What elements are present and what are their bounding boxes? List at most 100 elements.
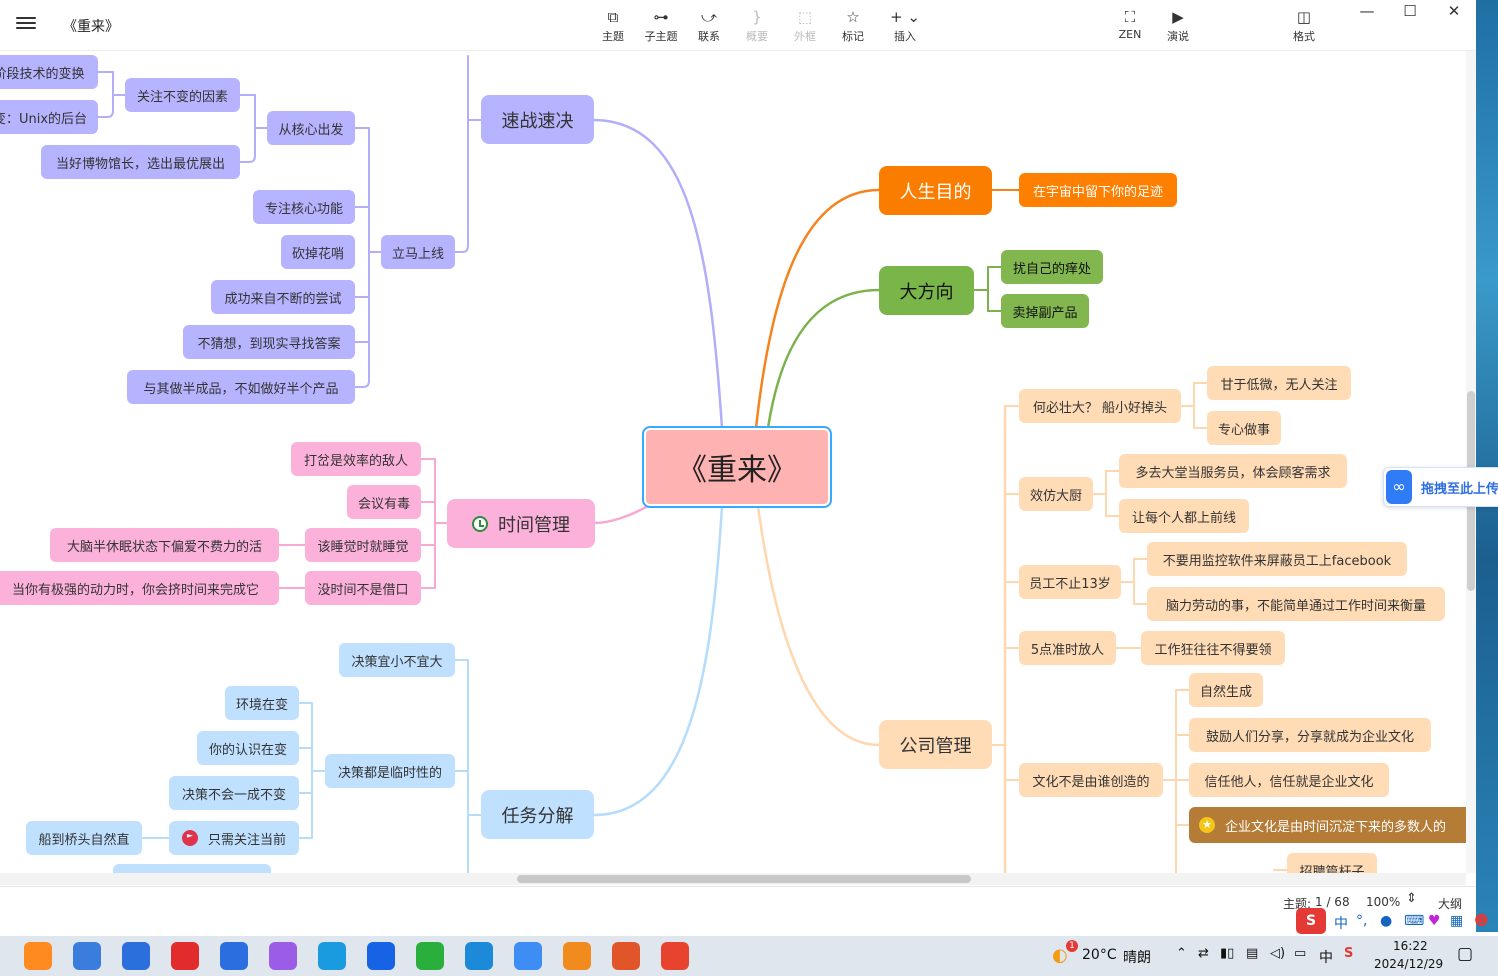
- toolbar-button-2[interactable]: ⤻联系: [685, 8, 733, 44]
- horizontal-scroll-thumb[interactable]: [517, 875, 971, 883]
- taskbar-lang[interactable]: 中: [1319, 950, 1333, 966]
- toolbar-button-7[interactable]: ⛶ZEN: [1106, 8, 1154, 41]
- vertical-scrollbar[interactable]: [1466, 51, 1476, 873]
- wps-icon[interactable]: [171, 942, 199, 970]
- topic-huiyi[interactable]: 会议有毒: [347, 485, 421, 519]
- topic-dano[interactable]: 大脑半休眠状态下偏爱不费力的活: [50, 528, 279, 562]
- chart-tray-icon[interactable]: ▮▯: [1220, 946, 1235, 961]
- topic-ganyu[interactable]: 甘于低微，无人关注: [1207, 366, 1351, 400]
- topic-wudian[interactable]: 5点准时放人: [1019, 631, 1116, 665]
- topic-juece1[interactable]: 决策宜小不宜大: [339, 643, 455, 677]
- wechat-icon[interactable]: [416, 942, 444, 970]
- ime-lang[interactable]: 中: [1334, 916, 1348, 932]
- topic-qiye[interactable]: ★企业文化是由时间沉淀下来的多数人的: [1189, 807, 1466, 843]
- grid-icon[interactable]: ▦: [1450, 913, 1464, 929]
- cat-app-icon[interactable]: [269, 942, 297, 970]
- topic-lima[interactable]: 立马上线: [381, 235, 455, 269]
- topic-buhui[interactable]: 决策不会一成不变: [169, 776, 299, 810]
- toolbar-button-1[interactable]: ⊶子主题: [637, 8, 685, 44]
- topic-renshi[interactable]: 你的认识在变: [197, 731, 299, 765]
- cloud-app-icon[interactable]: [73, 942, 101, 970]
- chrome-icon[interactable]: [122, 942, 150, 970]
- topic-huanjing[interactable]: 环境在变: [225, 686, 299, 720]
- topic-yuangong[interactable]: 员工不止13岁: [1019, 565, 1121, 599]
- weather-temp[interactable]: 20°C: [1082, 947, 1117, 963]
- topic-maidiao[interactable]: 卖掉副产品: [1001, 294, 1089, 328]
- weather-text[interactable]: 晴朗: [1123, 950, 1151, 966]
- toolbar-button-9[interactable]: ◫格式: [1280, 8, 1328, 44]
- menu-icon[interactable]: [16, 14, 36, 34]
- topic-zhuanxin[interactable]: 专心做事: [1207, 411, 1281, 445]
- edge-icon[interactable]: [318, 942, 346, 970]
- topic-bowu[interactable]: 当好博物馆长，选出最优展出: [41, 145, 240, 179]
- minimize-icon[interactable]: —: [1359, 2, 1375, 20]
- topic-guanzhu[interactable]: 关注不变的因素: [125, 78, 240, 112]
- topic-zhaopin[interactable]: 招聘篇杆子: [1287, 853, 1377, 873]
- toolbar-button-8[interactable]: ▶演说: [1154, 8, 1202, 44]
- topic-xinren[interactable]: 信任他人，信任就是企业文化: [1189, 763, 1389, 797]
- topic-xiaofang[interactable]: 效仿大厨: [1019, 477, 1093, 511]
- display-icon[interactable]: ▭: [1294, 946, 1307, 961]
- branch-sudo[interactable]: 速战速决: [481, 95, 594, 144]
- topic-hebi[interactable]: 何必壮大？ 船小好掉头: [1019, 389, 1181, 423]
- topic-kan[interactable]: 砍掉花哨: [281, 235, 355, 269]
- toolbar-button-6[interactable]: + ⌄插入: [881, 8, 929, 44]
- topic-dacha[interactable]: 打岔是效率的敌人: [291, 442, 421, 476]
- feishu-icon[interactable]: [367, 942, 395, 970]
- mic-icon[interactable]: ●: [1380, 913, 1393, 929]
- topic-rang[interactable]: 让每个人都上前线: [1119, 499, 1249, 533]
- topic-dangni[interactable]: 当你有极强的动力时，你会挤时间来完成它: [0, 571, 279, 605]
- topic-buyao[interactable]: 不要用监控软件来屏蔽员工上facebook: [1147, 542, 1407, 576]
- home-app-icon[interactable]: [24, 942, 52, 970]
- topic-gongzuokuang[interactable]: 工作狂往往不得要领: [1141, 631, 1285, 665]
- sogou-mascot-icon[interactable]: ☻: [1474, 913, 1489, 929]
- outline-button[interactable]: 大纲: [1438, 897, 1463, 911]
- mail-app-icon[interactable]: [465, 942, 493, 970]
- topic-guli[interactable]: 鼓励人们分享，分享就成为企业文化: [1189, 718, 1431, 752]
- skin-icon[interactable]: ♥: [1428, 913, 1441, 929]
- topic-unix[interactable]: 变：Unix的后台: [0, 100, 98, 134]
- topic-juece2[interactable]: 决策都是临时性的: [325, 754, 455, 788]
- topic-yuqi[interactable]: 与其做半成品，不如做好半个产品: [127, 370, 355, 404]
- central-topic[interactable]: 《重来》: [642, 426, 832, 508]
- topic-zhuanzhu[interactable]: 专注核心功能: [253, 190, 355, 224]
- topic-cutoff[interactable]: [113, 864, 271, 873]
- topic-buchai[interactable]: 不猜想，到现实寻找答案: [183, 325, 355, 359]
- zoom-level[interactable]: 100%: [1366, 895, 1401, 909]
- toolbar-button-3[interactable]: }概要: [733, 8, 781, 44]
- keyboard-icon[interactable]: ⌨: [1404, 913, 1425, 929]
- branch-dafang[interactable]: 大方向: [879, 266, 974, 315]
- horizontal-scrollbar[interactable]: [0, 873, 1466, 885]
- zoom-stepper-icon[interactable]: ⇕: [1406, 891, 1417, 906]
- weather-icon[interactable]: ◐: [1052, 945, 1068, 966]
- scissors-app-icon[interactable]: [220, 942, 248, 970]
- ime-punct-icon[interactable]: °,: [1356, 913, 1368, 929]
- topic-shuijiao[interactable]: 该睡觉时就睡觉: [305, 528, 421, 562]
- topic-naoli[interactable]: 脑力劳动的事，不能简单通过工作时间来衡量: [1147, 587, 1445, 621]
- chevron-up-icon[interactable]: ⌃: [1176, 946, 1187, 961]
- mindmap-app-icon[interactable]: [661, 942, 689, 970]
- topic-raoziji[interactable]: 扰自己的痒处: [1001, 250, 1103, 284]
- branch-renwu[interactable]: 任务分解: [481, 790, 594, 839]
- fox-app-icon[interactable]: [563, 942, 591, 970]
- toolbar-button-0[interactable]: ⧉主题: [589, 8, 637, 44]
- topic-meishijian[interactable]: 没时间不是借口: [305, 571, 421, 605]
- topic-chuan[interactable]: 船到桥头自然直: [26, 821, 142, 855]
- branch-shijian[interactable]: 时间管理: [447, 499, 595, 548]
- topic-chenggong[interactable]: 成功来自不断的尝试: [211, 280, 355, 314]
- mindmap-canvas[interactable]: 《重来》 速战速决 时间管理 任务分解 人生目的 大方向 公司管理 阶段技术的变…: [0, 51, 1466, 873]
- xmind-icon[interactable]: [612, 942, 640, 970]
- topic-duan[interactable]: 阶段技术的变换: [0, 55, 98, 89]
- topic-wenhua[interactable]: 文化不是由谁创造的: [1019, 763, 1163, 797]
- topic-zuji[interactable]: 在宇宙中留下你的足迹: [1019, 173, 1177, 207]
- baidu-upload-float[interactable]: ∞ 拖拽至此上传: [1383, 467, 1498, 507]
- notification-icon[interactable]: ▢: [1457, 944, 1474, 964]
- toolbar-button-4[interactable]: ⬚外框: [781, 8, 829, 44]
- sogou-tray-icon[interactable]: S: [1344, 946, 1354, 961]
- sogou-icon[interactable]: S: [1296, 908, 1326, 934]
- close-icon[interactable]: ✕: [1447, 2, 1461, 20]
- topic-duoqu[interactable]: 多去大堂当服务员，体会顾客需求: [1119, 454, 1347, 488]
- topic-hexin[interactable]: 从核心出发: [267, 111, 355, 145]
- baidunetdisk-icon[interactable]: [514, 942, 542, 970]
- branch-rensheng[interactable]: 人生目的: [879, 166, 992, 215]
